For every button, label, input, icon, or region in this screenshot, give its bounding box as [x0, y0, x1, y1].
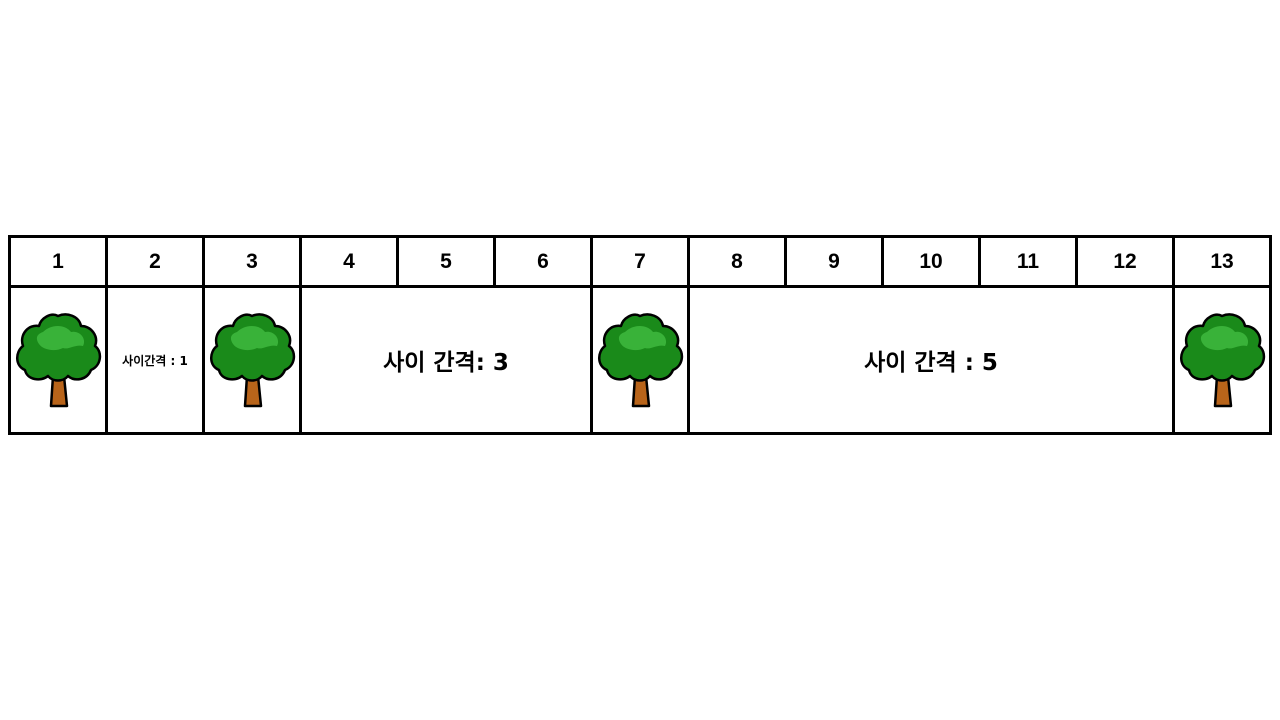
position-cell: 3 [205, 238, 302, 285]
tree-spacing-diagram: 1 2 3 4 5 6 7 8 9 10 11 12 13 사이간격 : 1 사… [8, 235, 1272, 435]
tree-icon [1177, 310, 1267, 410]
tree-icon [13, 310, 103, 410]
tree-cell [205, 288, 302, 432]
position-number-row: 1 2 3 4 5 6 7 8 9 10 11 12 13 [11, 238, 1269, 288]
content-row: 사이간격 : 1 사이 간격: 3 사이 간격 : 5 [11, 288, 1269, 432]
position-cell: 8 [690, 238, 787, 285]
tree-icon [595, 310, 685, 410]
position-cell: 2 [108, 238, 205, 285]
position-cell: 9 [787, 238, 884, 285]
gap-cell: 사이간격 : 1 [108, 288, 205, 432]
position-cell: 10 [884, 238, 981, 285]
position-cell: 7 [593, 238, 690, 285]
gap-cell: 사이 간격 : 5 [690, 288, 1175, 432]
gap-label: 사이간격 : 1 [122, 353, 188, 368]
position-cell: 11 [981, 238, 1078, 285]
gap-label: 사이 간격: 3 [383, 350, 509, 376]
position-cell: 5 [399, 238, 496, 285]
gap-label: 사이 간격 : 5 [864, 350, 998, 376]
gap-cell: 사이 간격: 3 [302, 288, 593, 432]
position-cell: 1 [11, 238, 108, 285]
tree-cell [11, 288, 108, 432]
tree-icon [207, 310, 297, 410]
position-cell: 6 [496, 238, 593, 285]
tree-cell [1175, 288, 1269, 432]
position-cell: 12 [1078, 238, 1175, 285]
position-cell: 13 [1210, 249, 1234, 273]
tree-cell [593, 288, 690, 432]
position-cell: 4 [302, 238, 399, 285]
